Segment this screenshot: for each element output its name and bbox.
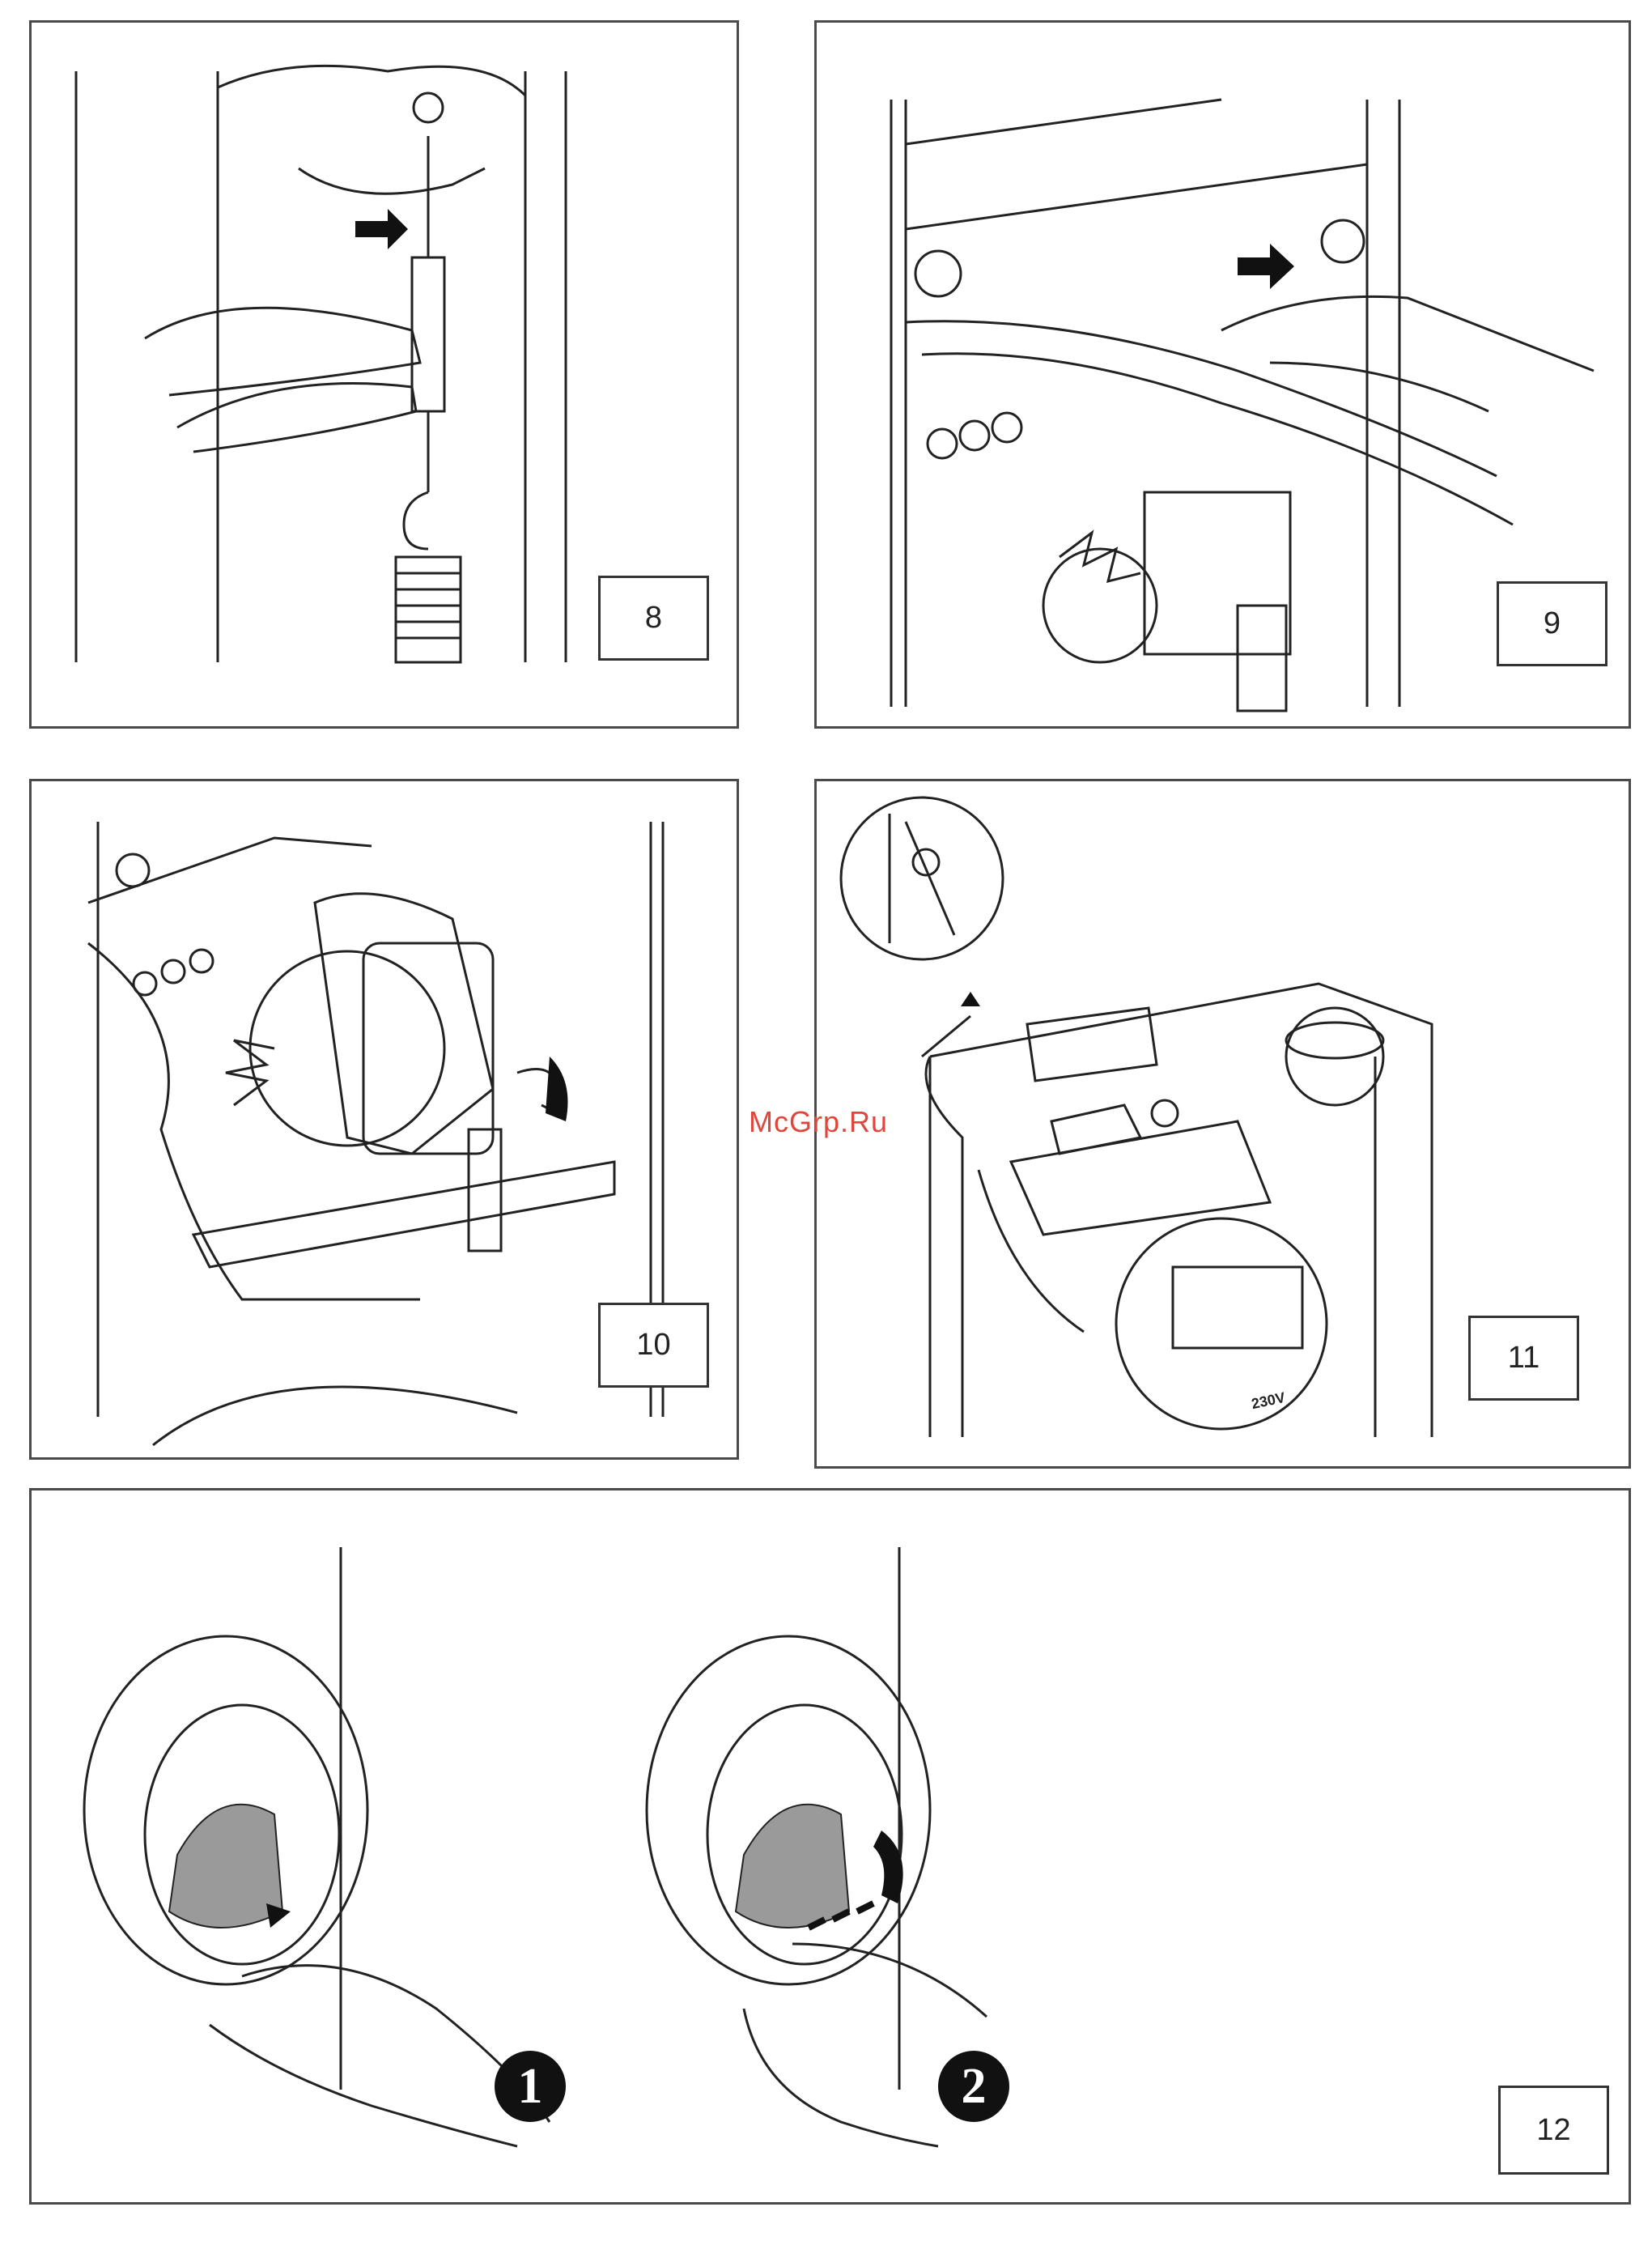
figure-10-panel: 10 — [29, 779, 739, 1460]
watermark: McGrp.Ru — [749, 1105, 888, 1139]
figure-9-label: 9 — [1497, 581, 1607, 666]
figure-12-label: 12 — [1498, 2086, 1609, 2175]
figure-11-panel: 230V 11 — [814, 779, 1631, 1469]
figure-8-label: 8 — [598, 576, 709, 661]
step-1-badge: 1 — [495, 2051, 566, 2122]
figure-12-panel: 1 2 12 — [29, 1488, 1631, 2205]
step-2-badge: 2 — [938, 2051, 1009, 2122]
figure-10-label: 10 — [598, 1303, 709, 1388]
figure-12-illustration — [32, 1490, 1633, 2207]
figure-8-panel: 8 — [29, 20, 739, 729]
figure-9-panel: 9 — [814, 20, 1631, 729]
figure-11-label: 11 — [1468, 1316, 1579, 1401]
